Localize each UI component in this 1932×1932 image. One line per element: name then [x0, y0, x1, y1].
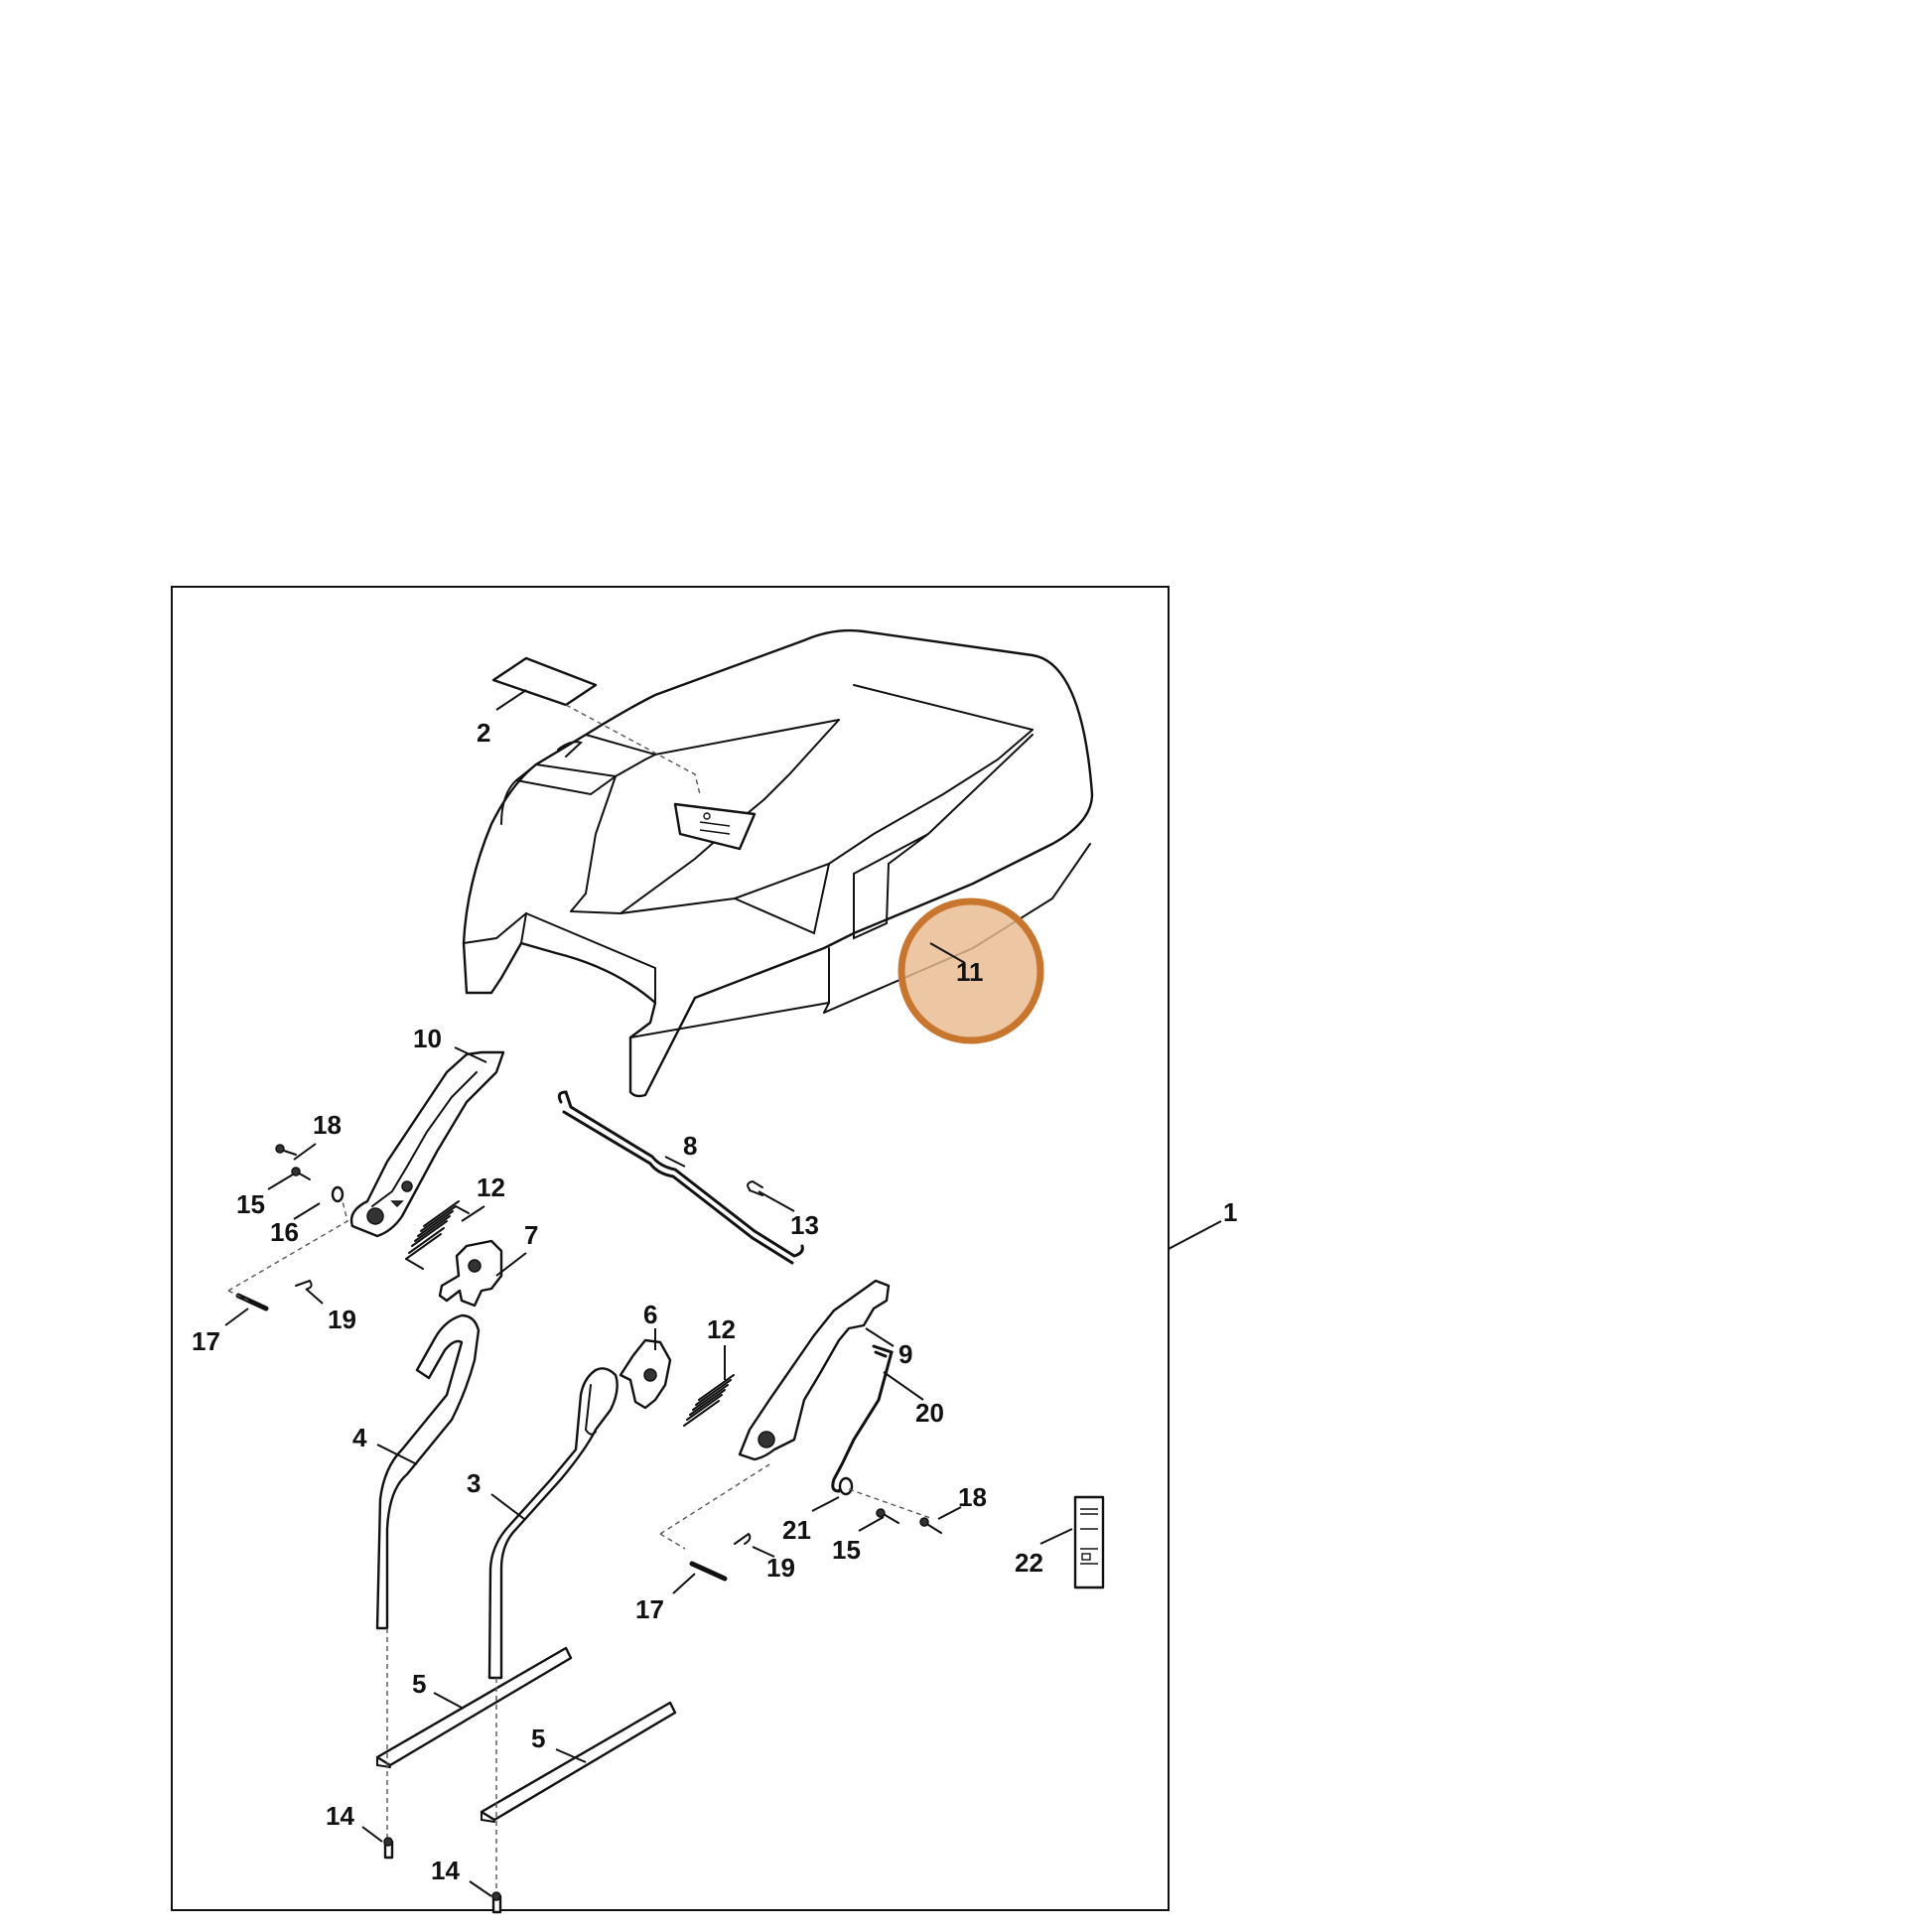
screw-18-left[interactable]	[275, 1144, 297, 1156]
support-bar-5-lower[interactable]	[480, 1701, 677, 1823]
callout-16: 16	[270, 1217, 299, 1247]
callout-13: 13	[790, 1210, 819, 1240]
callout-6: 6	[643, 1300, 657, 1329]
callout-15-right: 15	[832, 1535, 861, 1565]
callout-3: 3	[467, 1468, 481, 1498]
latch-right[interactable]	[619, 1338, 672, 1410]
support-bar-5-upper[interactable]	[375, 1646, 573, 1768]
callout-8: 8	[683, 1131, 697, 1161]
callout-1: 1	[1223, 1197, 1237, 1227]
hood-cover[interactable]	[462, 628, 1094, 1098]
callout-17-left: 17	[192, 1326, 220, 1356]
callout-19-right: 19	[766, 1553, 795, 1583]
callout-12-left: 12	[477, 1173, 505, 1202]
callout-7: 7	[524, 1220, 538, 1250]
handle-bar-4[interactable]	[375, 1313, 481, 1630]
callout-5-upper: 5	[412, 1669, 426, 1699]
callout-19-left: 19	[328, 1305, 356, 1334]
callout-9: 9	[898, 1339, 912, 1369]
callout-12-right: 12	[707, 1314, 736, 1344]
callout-20: 20	[915, 1398, 944, 1428]
washer-16[interactable]	[331, 1185, 345, 1203]
screw-18-right[interactable]	[919, 1517, 942, 1534]
cotter-pin-19-right[interactable]	[734, 1532, 752, 1545]
spring-right[interactable]	[683, 1374, 735, 1427]
bolt-15-right[interactable]	[876, 1508, 899, 1524]
cotter-pin-13[interactable]	[747, 1179, 763, 1196]
highlight-circle	[897, 897, 1044, 1044]
washer-21[interactable]	[838, 1476, 854, 1496]
spring-left[interactable]	[405, 1200, 470, 1270]
bolt-15-left[interactable]	[291, 1167, 311, 1180]
connecting-rod[interactable]	[557, 1090, 804, 1265]
handle-bar-3[interactable]	[487, 1367, 619, 1680]
callout-18-left: 18	[313, 1110, 342, 1140]
callout-17-right: 17	[635, 1594, 664, 1624]
pin-17-left[interactable]	[235, 1293, 269, 1311]
callout-18-right: 18	[958, 1482, 987, 1512]
callout-10: 10	[413, 1024, 442, 1053]
callout-5-lower: 5	[531, 1724, 545, 1753]
decal-sheet-22[interactable]	[1073, 1495, 1105, 1589]
callout-21: 21	[782, 1515, 811, 1545]
right-handle-bracket[interactable]	[738, 1279, 891, 1461]
label-plate[interactable]	[491, 656, 701, 795]
left-handle-bracket[interactable]	[349, 1050, 505, 1238]
callout-2: 2	[477, 718, 490, 748]
screw-14-left[interactable]	[383, 1837, 394, 1860]
pin-17-right[interactable]	[689, 1561, 728, 1582]
cotter-pin-19-left[interactable]	[295, 1279, 313, 1290]
callout-4: 4	[352, 1423, 367, 1452]
callout-15-left: 15	[236, 1189, 265, 1219]
latch-left[interactable]	[438, 1239, 503, 1308]
callout-11: 11	[956, 957, 984, 987]
cable-rod-20[interactable]	[831, 1344, 894, 1493]
callout-22: 22	[1015, 1548, 1043, 1578]
callout-14-left: 14	[326, 1801, 354, 1831]
screw-14-right[interactable]	[491, 1891, 502, 1914]
callout-14-right: 14	[431, 1856, 460, 1885]
